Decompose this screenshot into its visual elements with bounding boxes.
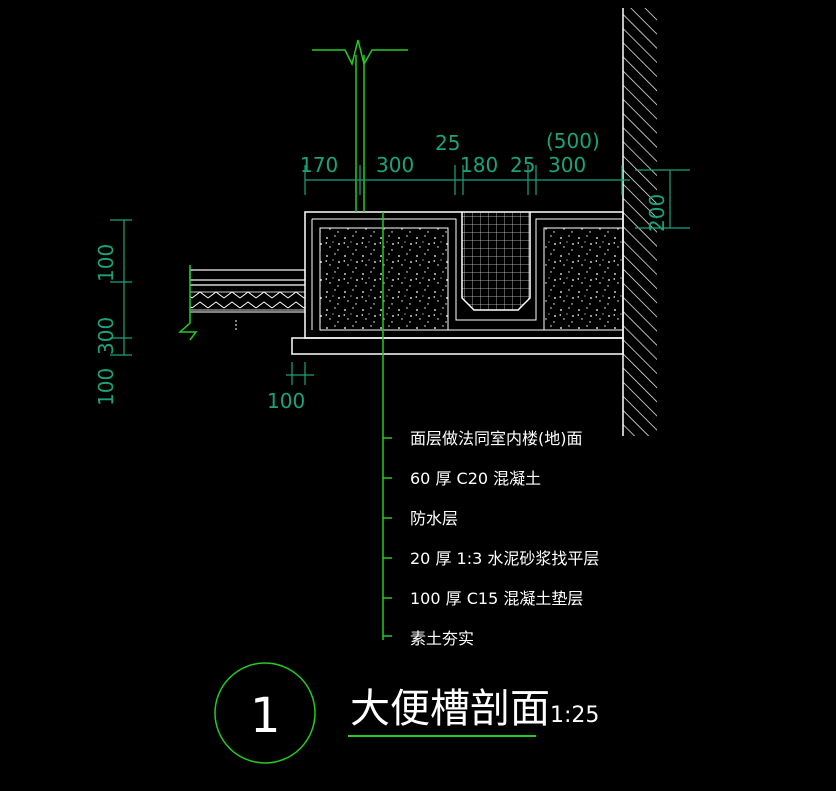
dim-170: 170	[300, 153, 338, 177]
detail-title: 大便槽剖面	[350, 686, 550, 732]
detail-circle	[214, 662, 316, 764]
dim-25-b: 25	[510, 153, 535, 177]
base-slab	[291, 337, 624, 355]
dim-left-100-b: 100	[94, 368, 118, 406]
detail-title-block: 1 大便槽剖面 1:25	[214, 662, 599, 764]
construction-notes: 面层做法同室内楼(地)面 60 厚 C20 混凝土 防水层 20 厚 1:3 水…	[410, 429, 599, 648]
dim-180: 180	[460, 153, 498, 177]
dim-25-a: 25	[435, 131, 460, 155]
dimension-texts: 170 300 25 180 25 (500) 300 200 100 300 …	[94, 129, 669, 413]
dim-200: 200	[645, 194, 669, 232]
detail-scale: 1:25	[550, 703, 599, 728]
trough-body	[304, 211, 624, 339]
dim-300-b: 300	[548, 153, 586, 177]
note-5: 100 厚 C15 混凝土垫层	[410, 589, 583, 608]
dim-300-a: 300	[376, 153, 414, 177]
dim-left-100-a: 100	[94, 244, 118, 282]
channel-grid	[461, 212, 531, 311]
note-4: 20 厚 1:3 水泥砂浆找平层	[410, 549, 599, 568]
dimension-lines	[110, 165, 690, 385]
note-2: 60 厚 C20 混凝土	[410, 469, 541, 488]
dim-500: (500)	[546, 129, 600, 153]
dim-bottom-100: 100	[267, 389, 305, 413]
wall	[622, 8, 657, 436]
note-6: 素土夯实	[410, 629, 474, 648]
note-1: 面层做法同室内楼(地)面	[410, 429, 583, 448]
detail-number: 1	[250, 688, 281, 744]
break-lines	[178, 39, 408, 640]
note-3: 防水层	[410, 509, 458, 528]
note-leader	[383, 437, 392, 637]
floor-layers	[189, 269, 306, 330]
dim-left-300: 300	[94, 317, 118, 355]
